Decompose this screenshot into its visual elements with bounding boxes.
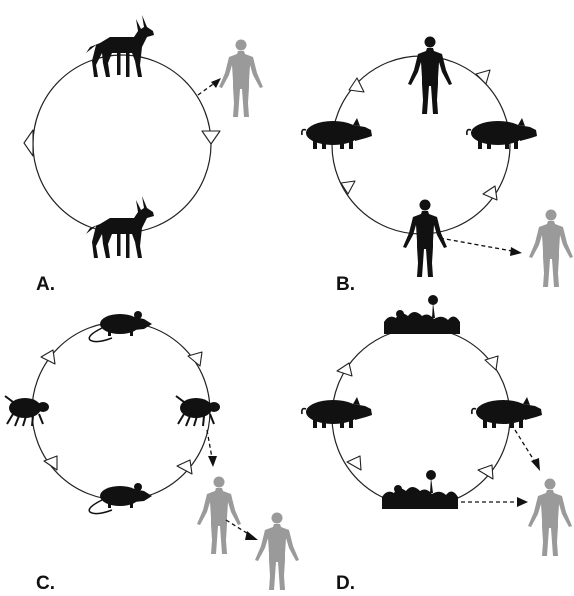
panel-c: C. xyxy=(5,311,299,594)
tick-silhouette-icon xyxy=(176,396,220,426)
direction-arrow-icon xyxy=(202,131,220,144)
panel-label-c: C. xyxy=(36,573,55,594)
arrow-head-icon xyxy=(510,247,522,256)
panel-label-a: A. xyxy=(36,274,55,295)
direction-arrow-icon xyxy=(483,186,497,200)
panel-a: A. xyxy=(24,15,263,295)
panel-d: D. xyxy=(302,295,572,594)
vegetation-patch-icon xyxy=(384,295,460,334)
direction-arrow-icon xyxy=(349,78,364,92)
direction-arrow-icon xyxy=(24,130,33,156)
direction-arrow-icon xyxy=(347,456,361,470)
spillover-arrow xyxy=(207,430,212,458)
cycle-ring xyxy=(33,55,211,233)
direction-arrow-icon xyxy=(41,350,55,364)
spillover-arrow xyxy=(515,430,535,462)
human-silhouette-icon xyxy=(255,513,299,591)
pig-silhouette-icon xyxy=(302,118,372,149)
direction-arrow-icon xyxy=(478,465,493,479)
pig-silhouette-icon xyxy=(472,397,542,428)
human-silhouette-icon xyxy=(529,210,573,288)
panel-b: B. xyxy=(302,37,573,296)
rat-silhouette-icon xyxy=(89,311,152,342)
rat-silhouette-icon xyxy=(89,483,152,514)
pig-silhouette-icon xyxy=(467,118,537,149)
arrow-head-icon xyxy=(531,458,540,471)
pig-silhouette-icon xyxy=(302,397,372,428)
panel-label-d: D. xyxy=(336,573,355,594)
panel-label-b: B. xyxy=(336,274,355,295)
human-silhouette-icon xyxy=(408,37,452,115)
arrow-head-icon xyxy=(517,497,528,507)
human-silhouette-icon xyxy=(528,479,572,557)
dog-silhouette-icon xyxy=(86,15,154,77)
tick-silhouette-icon xyxy=(5,396,49,426)
human-silhouette-icon xyxy=(219,40,263,118)
spillover-arrow xyxy=(440,238,512,251)
direction-arrow-icon xyxy=(337,363,352,376)
dog-silhouette-icon xyxy=(86,196,154,258)
vegetation-patch-icon xyxy=(382,470,458,509)
direction-arrow-icon xyxy=(177,460,192,474)
human-silhouette-icon xyxy=(197,477,241,555)
arrow-head-icon xyxy=(208,456,217,467)
arrow-head-icon xyxy=(245,531,258,540)
